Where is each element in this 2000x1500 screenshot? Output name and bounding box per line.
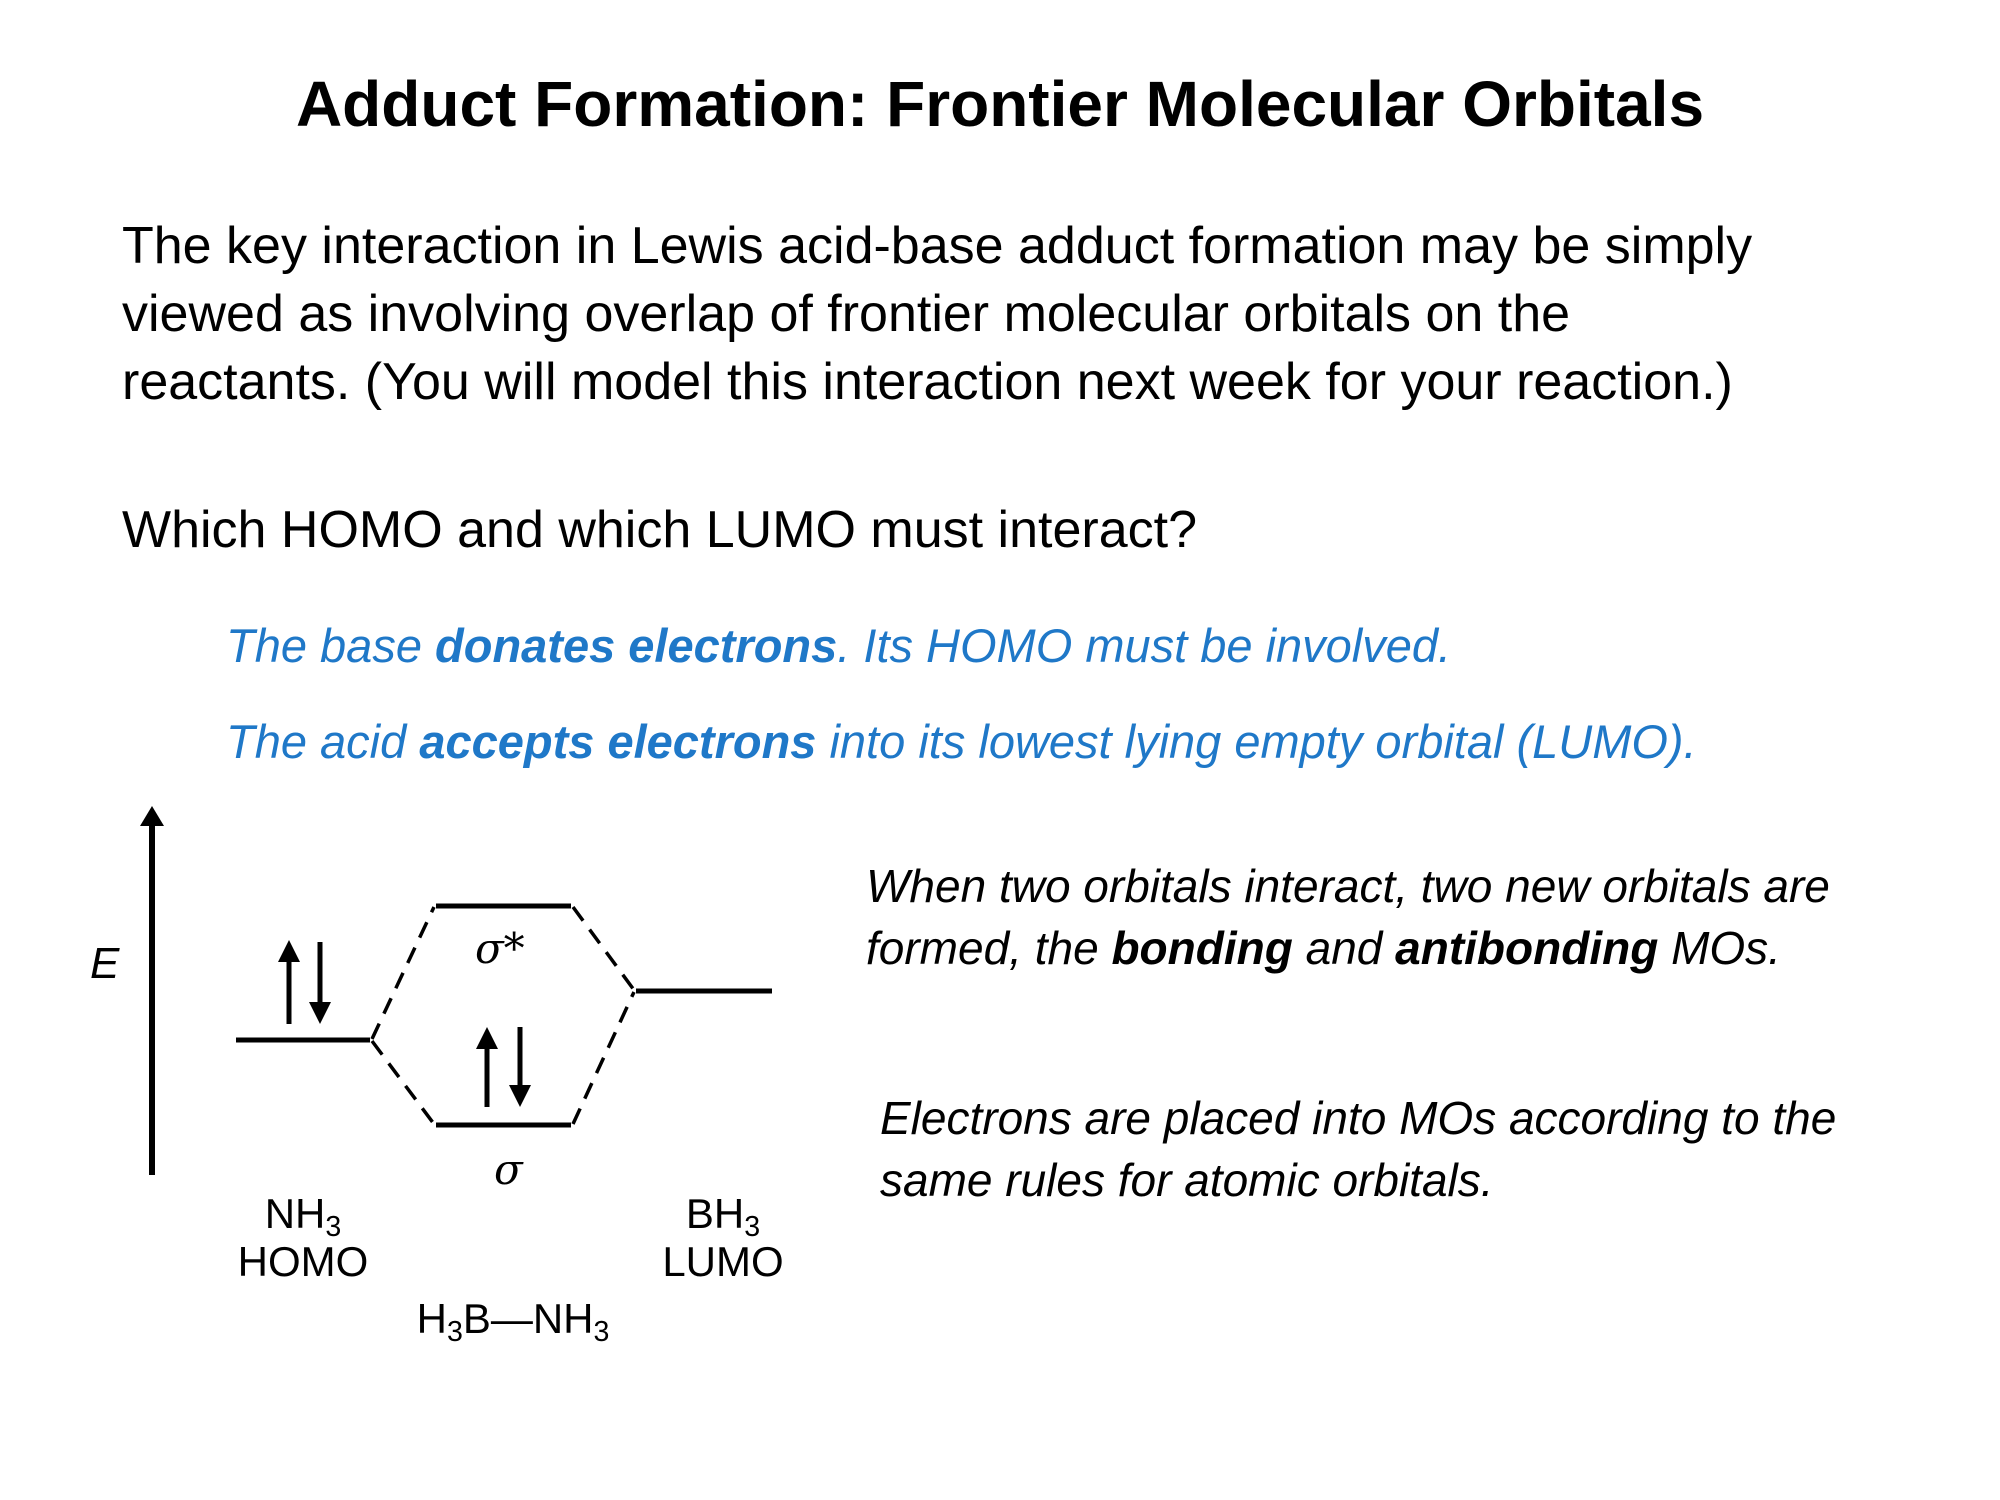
electron-down-arrowhead: [309, 1002, 331, 1024]
note-antibonding: antibonding: [1395, 922, 1659, 974]
intro-paragraph: The key interaction in Lewis acid-base a…: [122, 212, 1962, 416]
intro-line-1: The key interaction in Lewis acid-base a…: [122, 217, 1753, 275]
answer-acid-post: into its lowest lying empty orbital (LUM…: [816, 715, 1697, 768]
electron-up-arrowhead: [278, 940, 300, 962]
correlation-line-nh3-sigma: [370, 1039, 436, 1126]
correlation-lines: [370, 905, 636, 1126]
intro-line-2: viewed as involving overlap of frontier …: [122, 285, 1571, 343]
bh3-formula-sub: 3: [744, 1210, 761, 1243]
question-text: Which HOMO and which LUMO must interact?: [122, 501, 1197, 559]
sigma-star-label: σ*: [475, 924, 525, 973]
nh3-electron-pair: [278, 940, 331, 1024]
adduct-p2: B—NH: [462, 1295, 594, 1342]
answer-acid: The acid accepts electrons into its lowe…: [226, 712, 1697, 772]
bh3-formula-base: BH: [685, 1190, 745, 1237]
answer-base: The base donates electrons. Its HOMO mus…: [226, 616, 1451, 676]
note-line-2-pre: formed, the: [866, 922, 1112, 974]
note-line-2: formed, the bonding and antibonding MOs.: [866, 917, 1781, 979]
adduct-p1: H: [416, 1295, 447, 1342]
slide-title: Adduct Formation: Frontier Molecular Orb…: [295, 68, 1705, 140]
correlation-line-nh3-sigma-star: [370, 906, 436, 1040]
answer-base-pre: The base: [226, 619, 436, 672]
bh3-label-block: BH3 LUMO: [623, 1190, 823, 1286]
note-bonding: bonding: [1111, 922, 1293, 974]
nh3-role: HOMO: [237, 1238, 369, 1285]
note-line-2-mid: and: [1292, 922, 1396, 974]
answer-base-post: . Its HOMO must be involved.: [837, 619, 1452, 672]
answer-acid-pre: The acid: [226, 715, 420, 768]
note-line-1: When two orbitals interact, two new orbi…: [866, 860, 1830, 912]
note-line-3: Electrons are placed into MOs according …: [880, 1092, 1837, 1144]
energy-axis-arrowhead: [140, 806, 164, 826]
correlation-line-bh3-sigma: [571, 991, 636, 1125]
intro-line-3: reactants. (You will model this interact…: [122, 353, 1733, 411]
answer-base-bold: donates electrons: [435, 619, 838, 672]
bh3-role: LUMO: [662, 1238, 784, 1285]
adduct-label: H3B—NH3: [383, 1295, 643, 1346]
adduct-s2: 3: [593, 1315, 610, 1348]
note-line-4: same rules for atomic orbitals.: [880, 1154, 1494, 1206]
nh3-formula: NH3: [203, 1190, 403, 1241]
answer-acid-bold: accepts electrons: [419, 715, 817, 768]
sigma-label: σ: [494, 1145, 524, 1194]
nh3-label-block: NH3 HOMO: [203, 1190, 403, 1286]
sigma-electron-pair: [476, 1027, 531, 1107]
correlation-line-bh3-sigma-star: [571, 905, 636, 992]
nh3-formula-base: NH: [264, 1190, 326, 1237]
adduct-s1: 3: [446, 1315, 463, 1348]
energy-axis-label: E: [90, 939, 120, 988]
electron-up-arrowhead: [476, 1027, 498, 1049]
nh3-formula-sub: 3: [325, 1210, 342, 1243]
note-line-2-post: MOs.: [1658, 922, 1781, 974]
electron-down-arrowhead: [509, 1085, 531, 1107]
bh3-formula: BH3: [623, 1190, 823, 1241]
